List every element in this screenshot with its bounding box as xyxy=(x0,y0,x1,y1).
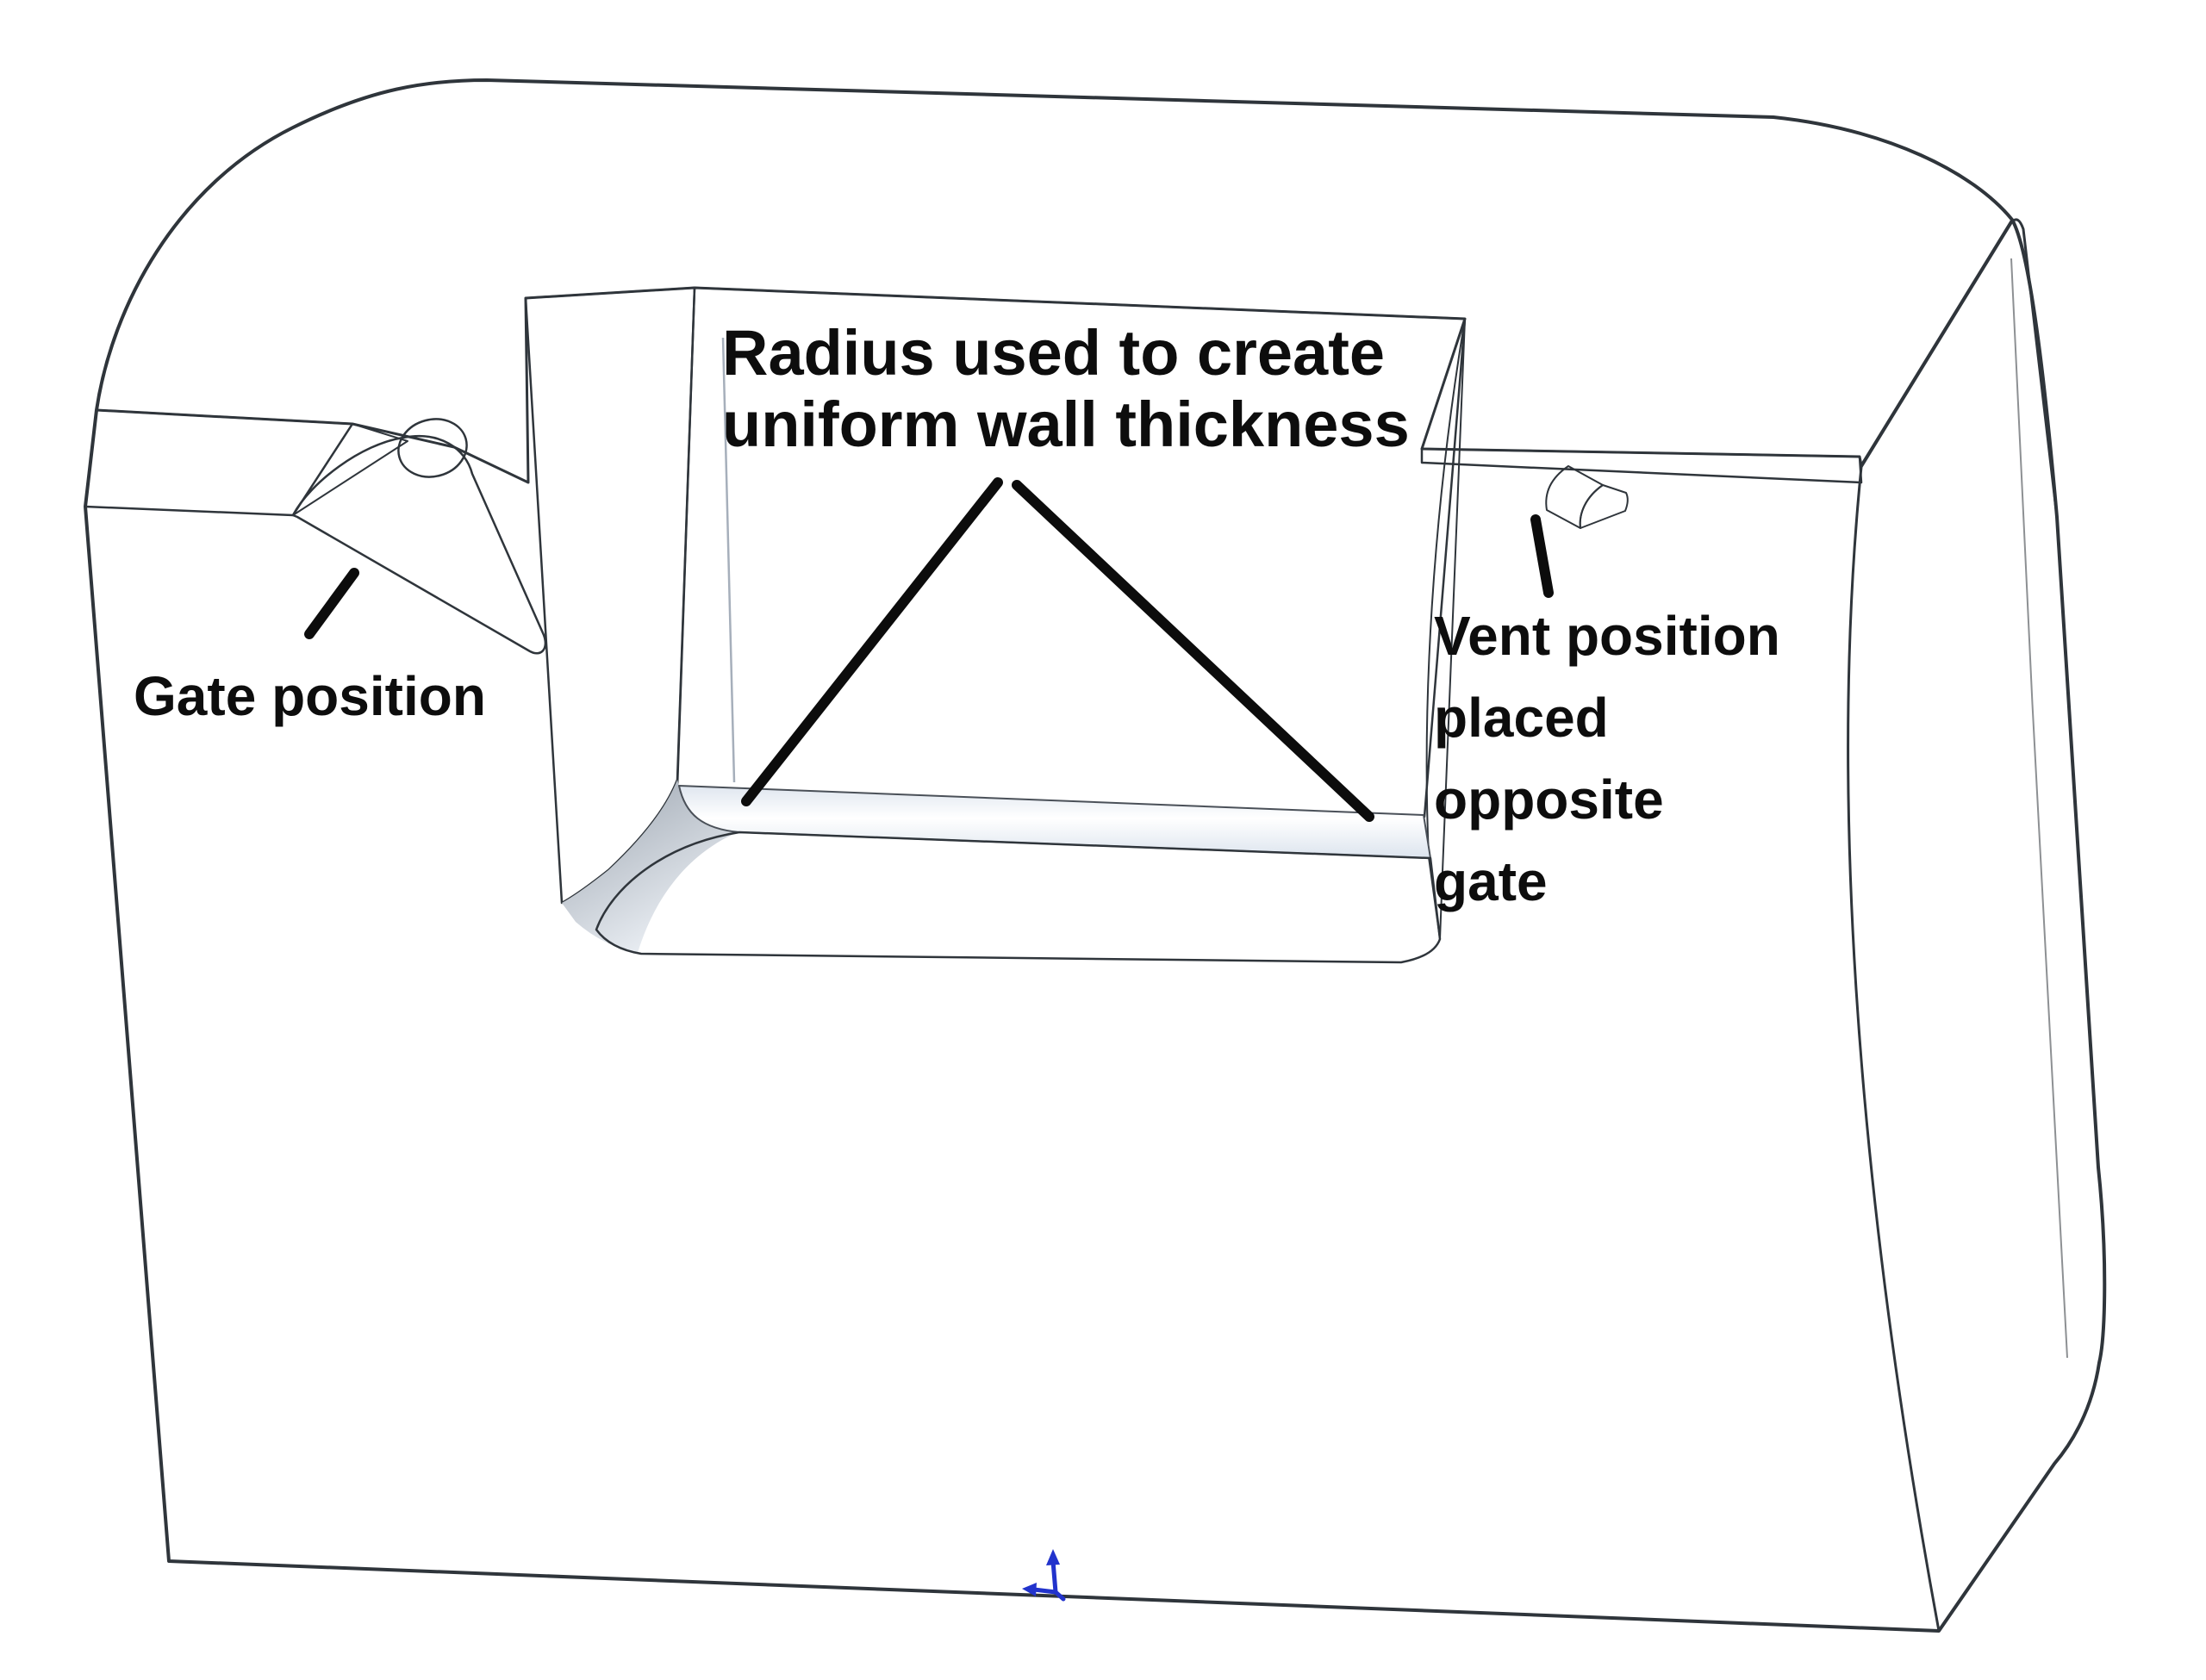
origin-triad-y-axis xyxy=(1050,1559,1058,1595)
vent-label-line4: gate xyxy=(1434,850,1548,912)
gate-label: Gate position xyxy=(134,665,486,727)
origin-triad-x-axis xyxy=(1031,1587,1058,1595)
vent-notch-left-wall xyxy=(1545,465,1604,529)
fillet-radius-band xyxy=(678,785,1431,859)
leader-line-radius-right xyxy=(1012,480,1374,822)
radius-label-line2: uniform wall thickness xyxy=(722,389,1410,460)
leader-line-vent xyxy=(1530,514,1554,598)
origin-triad-x-arrowhead xyxy=(1022,1583,1037,1596)
gate-cone-end-cap xyxy=(397,418,468,478)
top-face xyxy=(95,78,2014,484)
gate-cone xyxy=(291,435,547,655)
part-silhouette-front-face xyxy=(84,78,2107,1633)
side-face-dark xyxy=(1847,218,2106,1633)
cavity-corner-radius-edge xyxy=(721,337,736,783)
gate-runner-band xyxy=(84,408,354,517)
cavity-floor xyxy=(595,831,1442,964)
radius-label-line1: Radius used to create xyxy=(722,317,1385,389)
leader-line-gate xyxy=(304,568,359,639)
vent-notch-ramp xyxy=(1579,484,1629,529)
origin-triad-icon xyxy=(1022,1549,1066,1602)
vent-label-line1: Vent position xyxy=(1434,605,1780,667)
origin-triad-y-arrowhead xyxy=(1046,1549,1060,1565)
leader-line-radius-left xyxy=(741,477,1003,806)
origin-triad-z-axis xyxy=(1053,1590,1066,1602)
side-face-corner-highlight-edge xyxy=(2010,258,2068,1359)
gate-runner-groove xyxy=(292,423,408,516)
vent-label-line2: placed xyxy=(1434,687,1609,749)
vent-land-strip xyxy=(1420,447,1863,484)
vent-label-line3: opposite xyxy=(1434,768,1664,831)
